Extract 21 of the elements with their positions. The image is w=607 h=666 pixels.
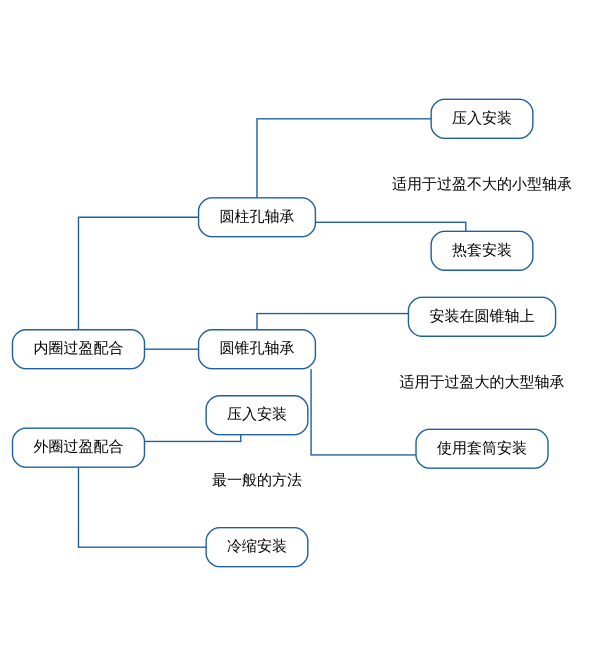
connector <box>144 348 198 350</box>
connector <box>78 216 199 330</box>
node-box: 圆柱孔轴承 <box>198 197 316 238</box>
node-box: 压入安装 <box>205 395 309 436</box>
node-box: 内圈过盈配合 <box>12 329 146 370</box>
label: 最一般的方法 <box>212 471 302 490</box>
connector <box>256 312 408 330</box>
node-box: 外圈过盈配合 <box>12 428 146 468</box>
node-box: 压入安装 <box>430 98 534 139</box>
node-box: 热套安装 <box>430 230 534 271</box>
connector <box>256 118 431 198</box>
label: 适用于过盈不大的小型轴承 <box>392 174 572 193</box>
connector <box>144 434 242 442</box>
node-box: 圆锥孔轴承 <box>198 329 316 370</box>
connector <box>310 369 416 456</box>
connector <box>315 222 466 232</box>
connector <box>78 467 206 548</box>
node-box: 冷缩安装 <box>205 527 309 568</box>
node-box: 安装在圆锥轴上 <box>408 296 556 337</box>
label: 适用于过盈大的大型轴承 <box>400 372 564 391</box>
node-box: 使用套筒安装 <box>415 428 549 469</box>
